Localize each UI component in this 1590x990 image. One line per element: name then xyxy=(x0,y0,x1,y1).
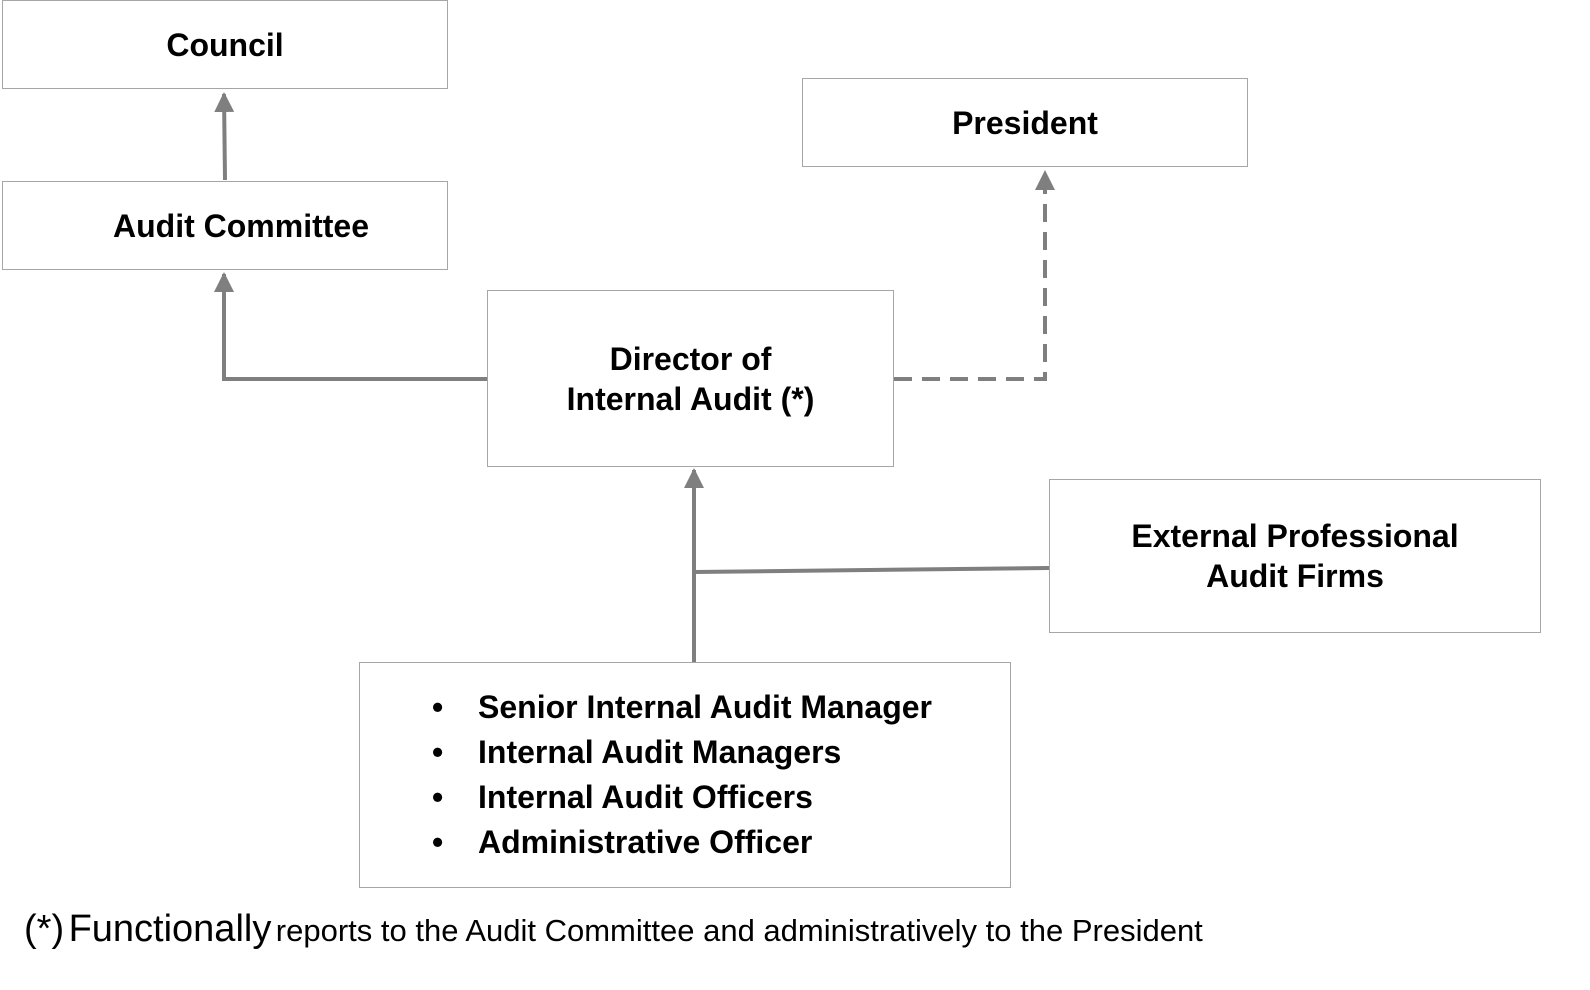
external-firms-label: External Professional Audit Firms xyxy=(1131,516,1458,596)
staff-list-item: • Internal Audit Officers xyxy=(432,775,932,820)
footnote: (*) Functionally reports to the Audit Co… xyxy=(24,908,1203,951)
director-box: Director of Internal Audit (*) xyxy=(487,290,894,467)
staff-item-label: Administrative Officer xyxy=(478,824,813,860)
staff-list-item: • Internal Audit Managers xyxy=(432,730,932,775)
edge-director-to-president xyxy=(894,170,1055,381)
staff-list: • Senior Internal Audit Manager • Intern… xyxy=(432,685,932,865)
edge-external-to-director xyxy=(693,566,1050,574)
staff-item-label: Internal Audit Managers xyxy=(478,734,842,770)
bullet-icon: • xyxy=(432,779,444,815)
audit-committee-label: Audit Committee xyxy=(113,207,369,244)
director-label-line-1: Director of xyxy=(609,340,772,377)
audit-committee-box: Audit Committee xyxy=(2,181,448,270)
bullet-icon: • xyxy=(432,689,444,725)
president-box: President xyxy=(802,78,1248,167)
external-firms-label-line-1: External Professional xyxy=(1131,518,1459,554)
staff-item-label: Internal Audit Officers xyxy=(478,779,813,815)
footnote-mark: (*) xyxy=(24,908,65,950)
president-label: President xyxy=(952,104,1098,141)
director-label-line-2: Internal Audit (*) xyxy=(566,380,815,417)
council-label: Council xyxy=(166,26,284,63)
bullet-icon: • xyxy=(432,824,444,860)
staff-box: • Senior Internal Audit Manager • Intern… xyxy=(359,662,1011,888)
edge-audit-committee-to-council xyxy=(214,92,235,181)
external-firms-box: External Professional Audit Firms xyxy=(1049,479,1541,633)
staff-item-label: Senior Internal Audit Manager xyxy=(478,689,932,725)
staff-list-item: • Senior Internal Audit Manager xyxy=(432,685,932,730)
external-firms-label-line-2: Audit Firms xyxy=(1206,558,1384,594)
council-box: Council xyxy=(2,0,448,89)
footnote-rest: reports to the Audit Committee and admin… xyxy=(275,913,1203,948)
edge-director-to-audit-committee xyxy=(214,272,487,381)
bullet-icon: • xyxy=(432,734,444,770)
footnote-strong: Functionally xyxy=(68,908,272,950)
director-label: Director of Internal Audit (*) xyxy=(567,339,815,419)
staff-list-item: • Administrative Officer xyxy=(432,820,932,865)
